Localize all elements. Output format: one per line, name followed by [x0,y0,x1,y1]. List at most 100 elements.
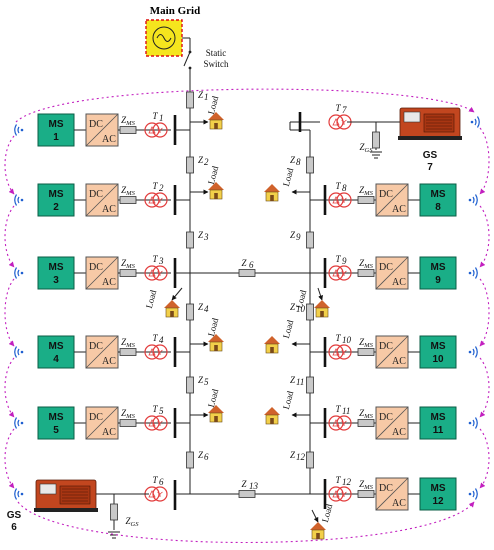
transformer [328,486,352,502]
ms-impedance-label: ZMS [359,479,373,491]
ms-impedance [357,269,375,277]
load-house-icon [264,407,280,425]
ms-number: 2 [53,202,59,213]
transformer-index: 11 [342,406,350,416]
load-arrow [317,287,323,301]
line-impedance-index: 12 [296,452,306,462]
load-house-icon [208,334,224,352]
converter-ac: AC [102,277,116,288]
line-impedance [186,156,194,174]
main-grid: Main Grid [145,5,200,57]
comm-link [4,205,15,268]
ms-impedance-label: ZMS [121,337,135,349]
ms-label: MS [49,119,64,130]
transformer-index: 3 [158,256,164,266]
ms-label: MS [431,189,446,200]
ms-impedance [119,348,137,356]
main-grid-title: Main Grid [150,5,200,17]
line-impedance-label: Z [290,375,296,385]
ms-impedance-label: ZMS [121,185,135,197]
transformer-label: T [152,475,158,485]
line-impedance-index: 10 [296,304,306,314]
ms-impedance-label: ZMS [359,337,373,349]
transformer [144,415,168,431]
transformer-label: T [335,475,341,485]
ms-label: MS [49,189,64,200]
converter-dc: DC [379,341,393,352]
line-impedance [306,156,314,174]
gs-label: GS [7,510,22,521]
line-impedance [186,303,194,321]
transformer [144,486,168,502]
converter-dc: DC [379,412,393,423]
ms-label: MS [431,262,446,273]
line-impedance-label: Z [198,90,204,100]
gs-number: 7 [427,162,433,173]
ms-impedance-label: ZMS [359,408,373,420]
line-impedance [186,231,194,249]
ms-label: MS [49,262,64,273]
line-impedance-label: Z [290,155,296,165]
transformer [328,192,352,208]
wifi-icon [14,417,24,429]
line-impedance-index: 1 [204,92,209,102]
comm-link [479,205,490,268]
load-label: Load [206,388,221,409]
sine-wave-icon [156,34,172,42]
converter-dc: DC [89,341,103,352]
line-impedance-label: Z [198,450,204,460]
wifi-icon [470,116,480,128]
ms-label: MS [49,412,64,423]
line-impedance-label: Z [198,375,204,385]
line-impedance [306,451,314,469]
transformer [328,344,352,360]
microsource-box: MS8 [419,183,457,217]
line-impedance-index: 9 [296,232,301,242]
transformer-index: 4 [159,335,164,345]
ms-number: 10 [432,354,444,365]
wifi-icon [468,346,478,358]
ms-impedance-label: ZMS [359,185,373,197]
line-impedance [186,91,194,109]
load-house-icon [314,300,330,318]
transformer-index: 8 [342,183,347,193]
line-impedance [306,303,314,321]
wifi-icon [468,488,478,500]
transformer-label: T [335,181,341,191]
ms-impedance [119,126,137,134]
transformer-label: T [335,254,341,264]
transformer-label: T [152,181,158,191]
microsource-box: MS3 [37,256,75,290]
static-switch-label-1: Static [206,48,227,58]
microsource-box: MS 1 [37,113,75,147]
wifi-icon [14,346,24,358]
wifi-icon [468,417,478,429]
transformer-index: 9 [342,256,347,266]
transformer [144,344,168,360]
ms-impedance [119,419,137,427]
transformer-label: T [335,404,341,414]
ms-number: 11 [433,425,444,436]
transformer-index: 12 [342,477,352,487]
line-impedance-label: Z [198,302,204,312]
comm-link-bottom [17,501,475,543]
ms-impedance [357,419,375,427]
ms-impedance-label: ZMS [121,258,135,270]
load-label: Load [206,165,221,186]
load-house-icon [208,405,224,423]
wifi-icon [14,488,24,500]
ms-impedance [119,269,137,277]
ms-number: 1 [53,132,59,143]
ms-number: 12 [432,496,444,507]
load-house-icon [208,112,224,130]
wifi-icon [14,124,24,136]
transformer-label: T [152,333,158,343]
transformer [144,122,168,138]
